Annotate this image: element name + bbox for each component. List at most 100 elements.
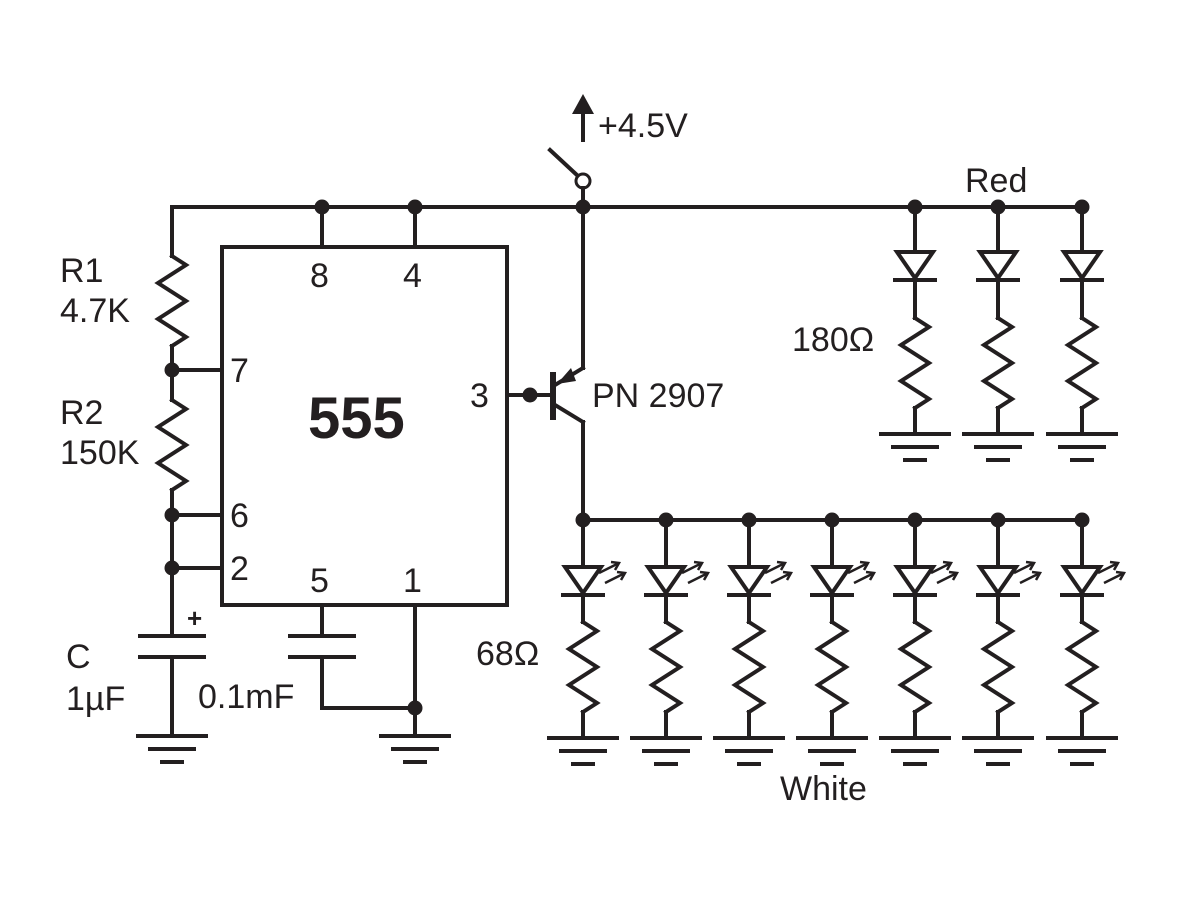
resistor-68 [897, 619, 933, 715]
ground-symbol [713, 736, 785, 766]
white-led [976, 560, 1043, 597]
ground-symbol [1046, 736, 1118, 766]
junction-dot [1074, 512, 1090, 528]
pin-2-label: 2 [230, 550, 249, 588]
white-led-branch [879, 518, 960, 766]
ground-symbol [879, 736, 951, 766]
ground-symbol [796, 736, 868, 766]
control-capacitor [288, 603, 417, 710]
capacitor-c-name: C [66, 638, 91, 676]
junction-dot [907, 199, 923, 215]
white-led [810, 560, 877, 597]
resistor-68 [814, 619, 850, 715]
pin-8-label: 8 [310, 257, 329, 295]
light-emission-arrows [598, 560, 628, 585]
red-led-group [879, 205, 1118, 462]
resistor-180 [1064, 315, 1100, 411]
white-led [727, 560, 794, 597]
red-resistor-value: 180Ω [792, 321, 874, 359]
light-emission-arrows [1097, 560, 1127, 585]
resistor-180 [980, 315, 1016, 411]
resistor-68 [565, 619, 601, 715]
light-emission-arrows [681, 560, 711, 585]
junction-dot [1074, 199, 1090, 215]
capacitor-control-value: 0.1mF [198, 678, 294, 716]
supply-arrow [572, 94, 594, 142]
pin-3-label: 3 [470, 377, 489, 415]
ground-symbol [379, 734, 451, 764]
ground-symbol [547, 736, 619, 766]
light-emission-arrows [1013, 560, 1043, 585]
junction-dot [164, 560, 180, 576]
light-emission-arrows [847, 560, 877, 585]
ground-symbol [879, 432, 951, 462]
white-led-branch [630, 518, 711, 766]
junction-dot [824, 512, 840, 528]
r1-value: 4.7K [60, 292, 130, 330]
red-led [893, 250, 937, 282]
resistor-180 [897, 315, 933, 411]
white-resistor-value: 68Ω [476, 635, 539, 673]
white-led [893, 560, 960, 597]
timing-capacitor [138, 566, 206, 738]
r1-name: R1 [60, 252, 103, 290]
white-led [1060, 560, 1127, 597]
white-led-branch [547, 518, 628, 766]
red-led-branch [1046, 205, 1118, 462]
junction-dot [907, 512, 923, 528]
ground-symbol [136, 734, 208, 764]
light-emission-arrows [764, 560, 794, 585]
ic-555 [220, 245, 509, 607]
r2-name: R2 [60, 394, 103, 432]
white-led [644, 560, 711, 597]
red-group-label: Red [965, 162, 1027, 200]
white-led-branch [962, 518, 1043, 766]
resistor-68 [980, 619, 1016, 715]
red-led [1060, 250, 1104, 282]
junction-dot [658, 512, 674, 528]
resistor-68 [1064, 619, 1100, 715]
white-group-label: White [780, 770, 867, 808]
power-switch [547, 147, 592, 209]
white-led-branch [796, 518, 877, 766]
pin-1-label: 1 [403, 562, 422, 600]
junction-dot [314, 199, 330, 215]
ground-symbol [1046, 432, 1118, 462]
r1-resistor [154, 205, 190, 372]
red-led-branch [962, 205, 1034, 462]
capacitor-polarity: + [187, 603, 202, 633]
junction-dot [164, 362, 180, 378]
junction-dot [407, 700, 423, 716]
pin-5-label: 5 [310, 562, 329, 600]
junction-dot [522, 387, 538, 403]
ground-symbol [962, 736, 1034, 766]
ic-label: 555 [308, 386, 405, 451]
junction-dot [990, 512, 1006, 528]
junction-dot [741, 512, 757, 528]
resistor-68 [731, 619, 767, 715]
resistor-68 [648, 619, 684, 715]
r2-resistor [154, 368, 190, 517]
junction-dot [575, 512, 591, 528]
capacitor-c-value: 1µF [66, 680, 125, 718]
supply-label: +4.5V [598, 107, 688, 145]
pin-6-label: 6 [230, 497, 249, 535]
red-led-branch [879, 205, 951, 462]
junction-dot [164, 507, 180, 523]
ground-symbol [962, 432, 1034, 462]
junction-dots [164, 199, 1090, 716]
junction-dot [407, 199, 423, 215]
red-led [976, 250, 1020, 282]
pin-4-label: 4 [403, 257, 422, 295]
white-led [561, 560, 628, 597]
r2-value: 150K [60, 434, 140, 472]
pnp-transistor [505, 205, 586, 522]
light-emission-arrows [930, 560, 960, 585]
pin-7-label: 7 [230, 352, 249, 390]
ground-symbol [630, 736, 702, 766]
white-led-group [547, 518, 1127, 766]
white-led-branch [1046, 518, 1127, 766]
transistor-label: PN 2907 [592, 377, 724, 415]
junction-dot [990, 199, 1006, 215]
